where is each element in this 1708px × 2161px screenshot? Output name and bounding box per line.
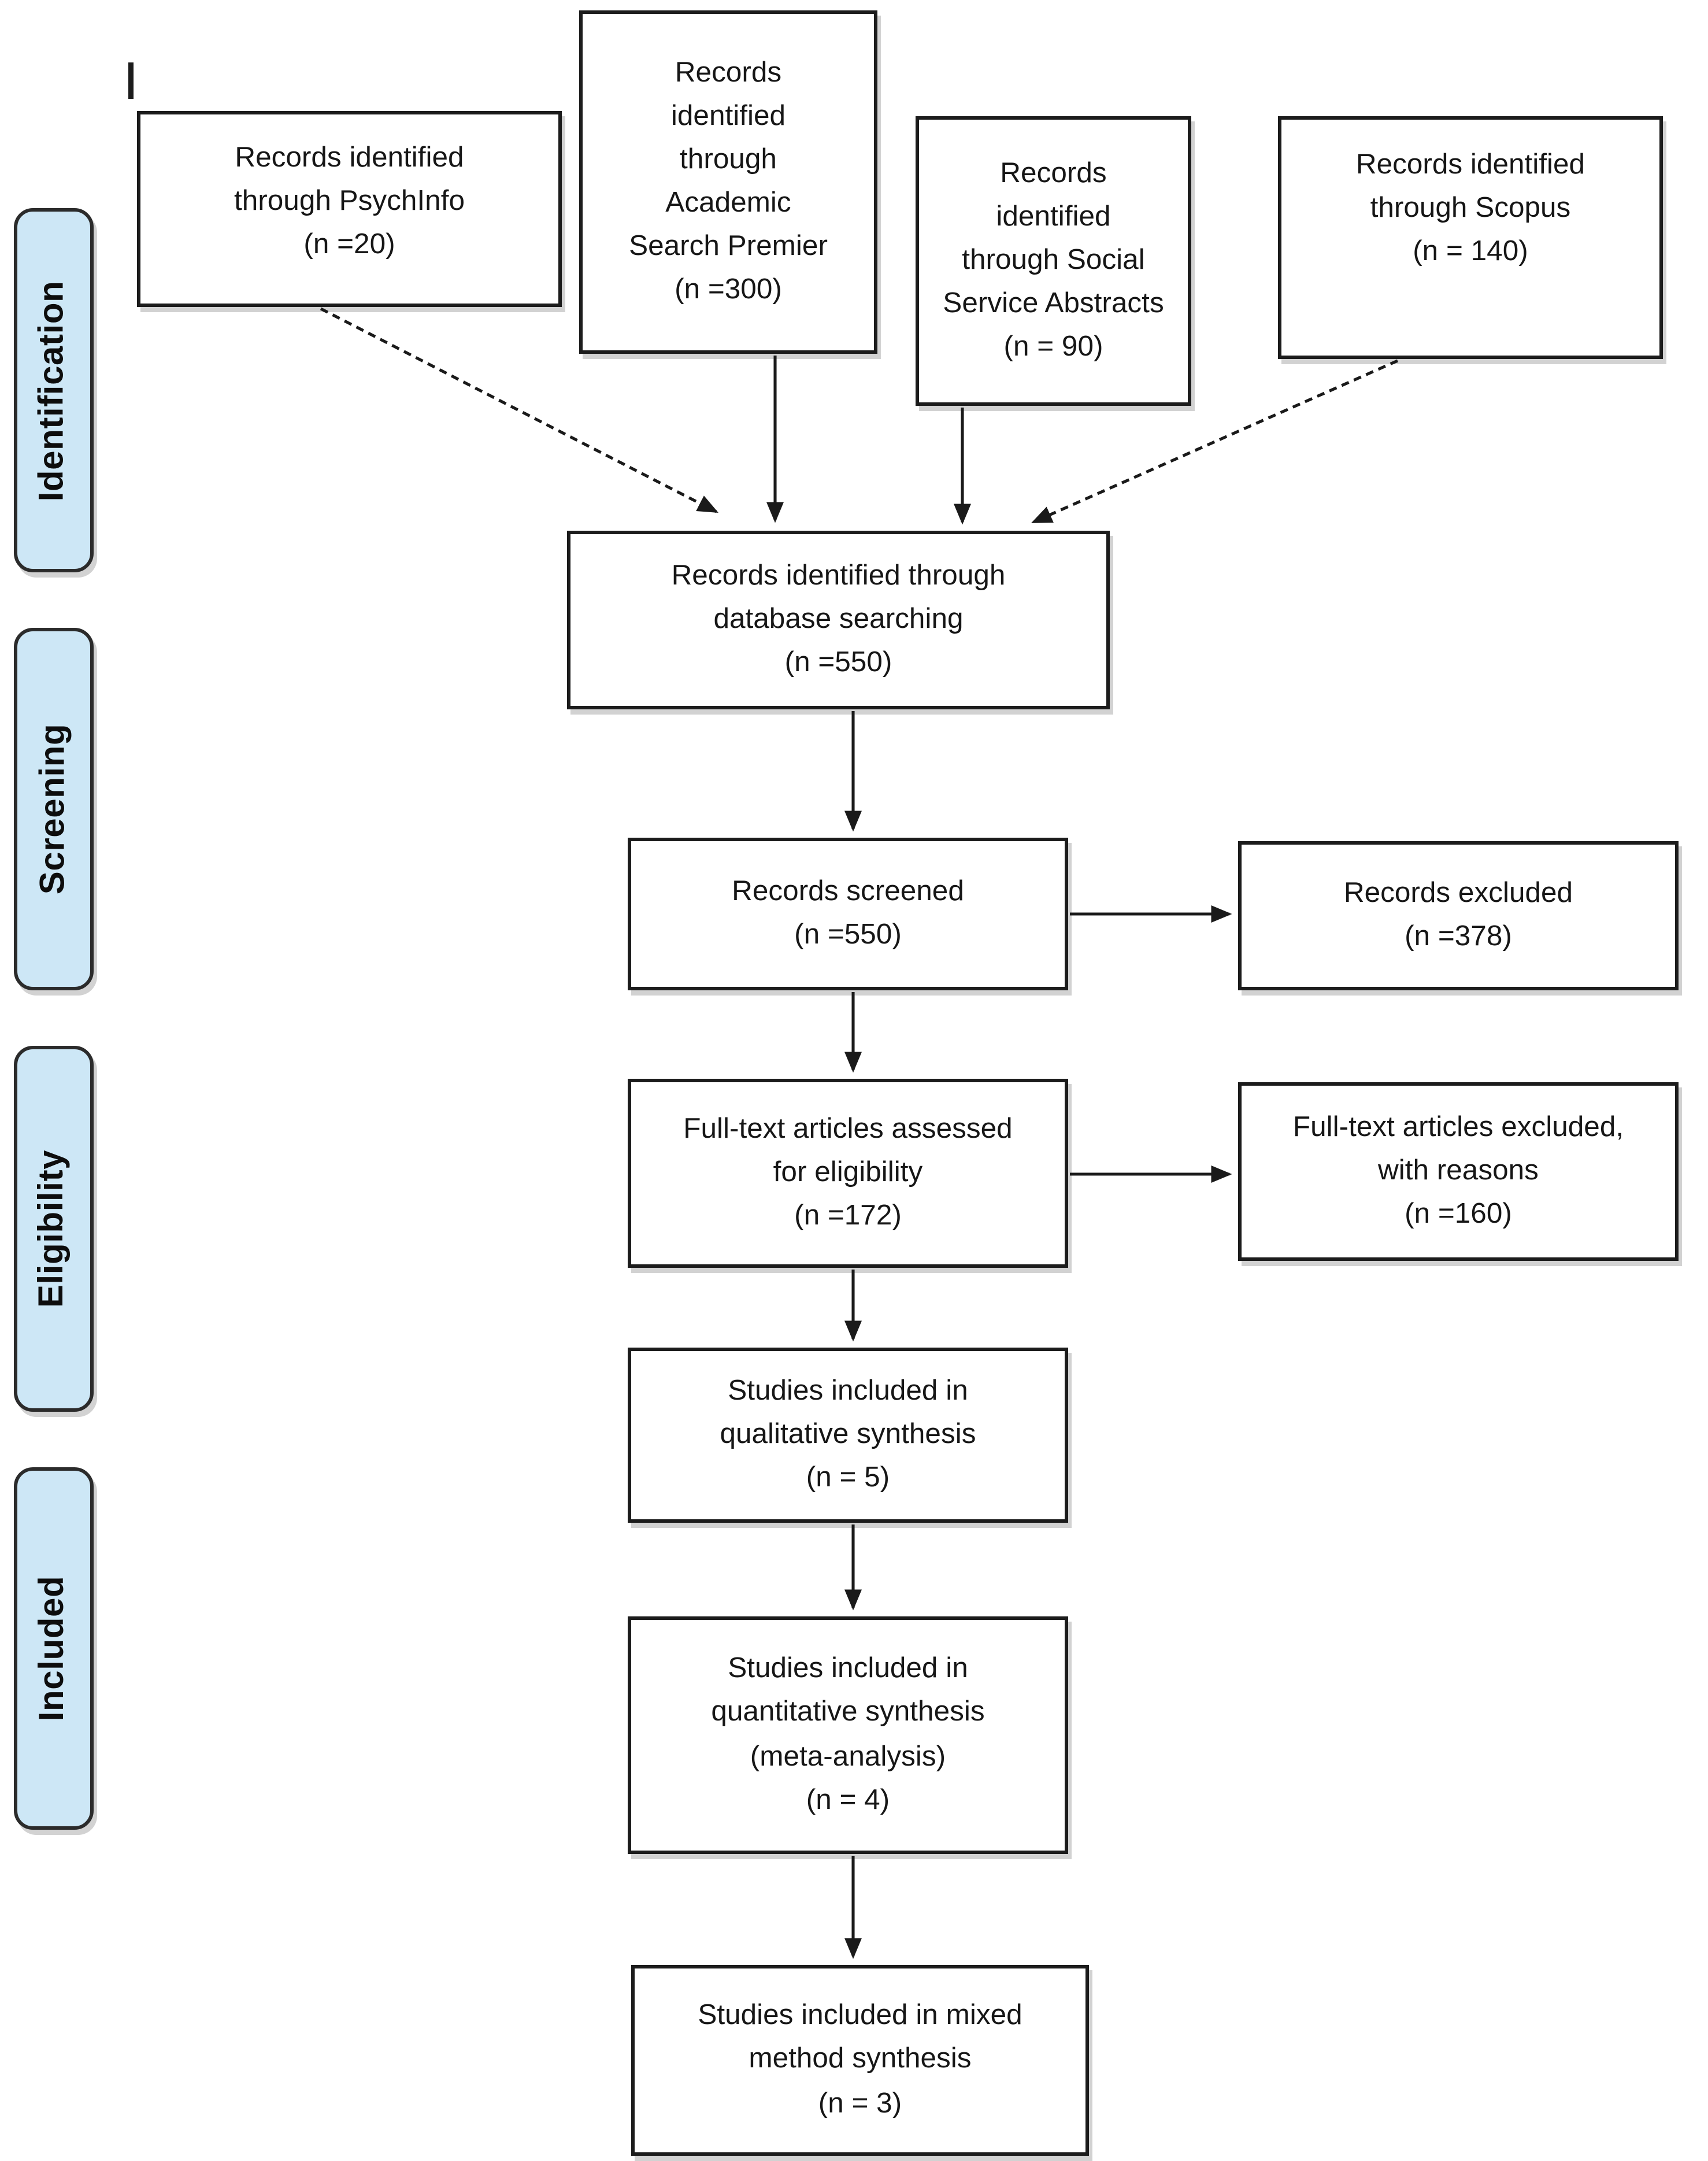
stage-label-included: Included (34, 1575, 72, 1722)
box-quantitative-synthesis: Studies included in quantitative synthes… (628, 1616, 1068, 1854)
stray-tick-mark (128, 62, 133, 99)
box-records-database-text: Records identified through database sear… (671, 560, 1006, 679)
stage-eligibility: Eligibility (14, 1046, 94, 1412)
box-records-scopus: Records identified through Scopus (n = 1… (1278, 116, 1663, 359)
stage-screening: Screening (14, 628, 94, 990)
box-fulltext-assessed-text: Full-text articles assessed for eligibil… (683, 1113, 1013, 1232)
stage-included: Included (14, 1467, 94, 1830)
box-qualitative-synthesis-text: Studies included in qualitative synthesi… (720, 1375, 976, 1494)
box-records-academic-search-premier: Records identified through Academic Sear… (579, 10, 877, 354)
box-records-excluded-text: Records excluded (n =378) (1343, 877, 1573, 952)
box-records-scopus-text: Records identified through Scopus (n = 1… (1355, 149, 1585, 268)
box-records-social-service-abstracts: Records identified through Social Servic… (916, 116, 1191, 406)
box-qualitative-synthesis: Studies included in qualitative synthesi… (628, 1348, 1068, 1523)
box-mixed-method-synthesis: Studies included in mixed method synthes… (631, 1965, 1089, 2156)
box-fulltext-excluded: Full-text articles excluded, with reason… (1238, 1082, 1679, 1261)
box-records-excluded: Records excluded (n =378) (1238, 841, 1679, 990)
box-records-database-searching: Records identified through database sear… (567, 531, 1110, 709)
box-mixed-method-synthesis-text: Studies included in mixed method synthes… (698, 2000, 1022, 2119)
box-records-screened-text: Records screened (n =550) (732, 875, 964, 950)
box-records-academic-text: Records identified through Academic Sear… (629, 57, 828, 306)
stage-label-screening: Screening (34, 723, 72, 895)
box-records-social-text: Records identified through Social Servic… (943, 157, 1164, 363)
box-records-psychinfo-text: Records identified through PsychInfo (n … (234, 142, 465, 261)
box-fulltext-assessed: Full-text articles assessed for eligibil… (628, 1079, 1068, 1268)
stage-identification: Identification (14, 208, 94, 572)
box-fulltext-excluded-text: Full-text articles excluded, with reason… (1292, 1111, 1624, 1230)
stage-label-eligibility: Eligibility (34, 1149, 72, 1308)
box-records-screened: Records screened (n =550) (628, 838, 1068, 990)
stage-label-identification: Identification (34, 280, 72, 501)
box-quantitative-synthesis-text: Studies included in quantitative synthes… (711, 1653, 985, 1815)
box-records-psychinfo: Records identified through PsychInfo (n … (137, 111, 562, 307)
